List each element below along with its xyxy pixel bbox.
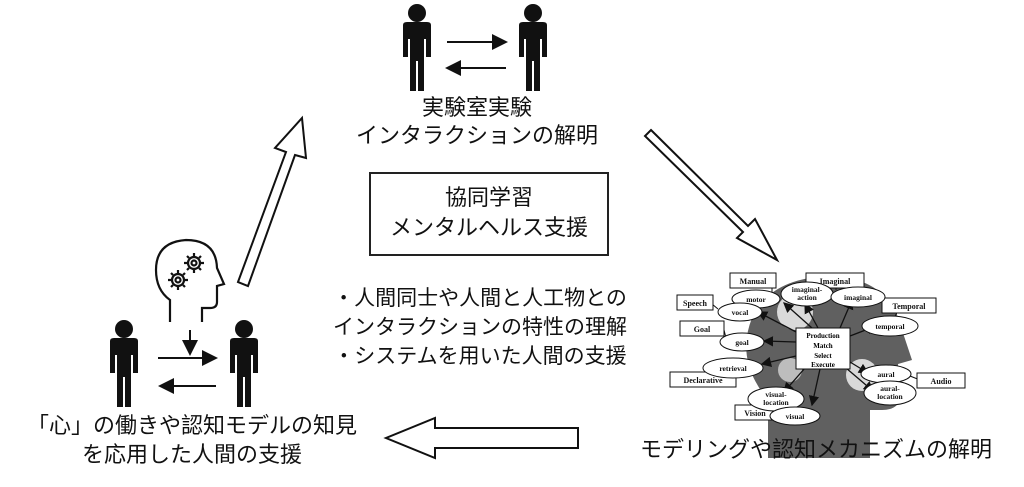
top-caption-line1: 実験室実験 — [421, 96, 532, 121]
cognitive-model-figure: Production Match Select Execute Manual I… — [669, 272, 966, 458]
person-icon — [519, 4, 547, 91]
module-audio — [916, 372, 966, 389]
buffer-imaginal — [830, 286, 886, 308]
core-line: Execute — [811, 361, 835, 369]
module-label: Speech — [683, 299, 708, 308]
buffer-retrieval — [702, 357, 764, 379]
core-line: Production — [806, 332, 839, 340]
module-temporal — [881, 297, 937, 314]
module-label: Temporal — [892, 302, 926, 311]
buffer-label: vocal — [732, 308, 749, 317]
core-line: Match — [813, 342, 833, 350]
center-box-line1: 協同学習 — [444, 186, 533, 211]
center-list-line: ・人間同士や人間と人工物との — [333, 286, 627, 310]
module-label: Audio — [931, 377, 952, 386]
center-list-line: ・システムを用いた人間の支援 — [333, 344, 627, 368]
buffer-label: aural — [877, 370, 894, 379]
right-caption: モデリングや認知メカニズムの解明 — [639, 438, 992, 463]
person-icon — [230, 320, 258, 407]
arrow-upper-right-icon — [643, 128, 780, 263]
person-icon — [110, 320, 138, 407]
buffer-label: motor — [746, 295, 766, 304]
module-speech — [676, 294, 714, 311]
buffer-label: aural-location — [877, 384, 903, 401]
buffer-label: imaginal-action — [792, 285, 823, 302]
module-label: Goal — [694, 325, 711, 334]
arrow-upper-left-icon — [236, 115, 308, 288]
buffer-label: goal — [735, 338, 748, 347]
left-caption-line2: を応用した人間の支援 — [81, 443, 302, 468]
buffer-visual — [769, 406, 821, 426]
buffer-goal — [719, 332, 765, 352]
buffer-label: imaginal — [844, 293, 872, 302]
buffer-label: visual-location — [763, 390, 789, 407]
buffer-label: visual — [786, 412, 805, 421]
module-label: Vision — [744, 409, 766, 418]
module-label: Imaginal — [820, 277, 851, 286]
top-caption-line2: インタラクションの解明 — [355, 124, 598, 149]
module-goal — [679, 320, 725, 337]
buffer-label: temporal — [875, 322, 904, 331]
head-gears-icon — [154, 238, 226, 322]
production-core-box — [795, 327, 851, 370]
center-list-line: インタラクションの特性の理解 — [333, 315, 627, 339]
left-caption-line1: 「心」の働きや認知モデルの知見 — [26, 414, 357, 439]
person-icon — [403, 4, 431, 91]
center-box-line2: メンタルヘルス支援 — [389, 216, 588, 241]
module-label: Manual — [740, 277, 767, 286]
module-manual — [729, 272, 777, 289]
core-line: Select — [814, 352, 832, 360]
buffer-vocal — [717, 302, 763, 322]
top-people-pair — [403, 4, 547, 91]
buffer-aural-location — [863, 380, 917, 406]
buffer-temporal — [861, 315, 919, 337]
buffer-label: retrieval — [719, 364, 746, 373]
module-label: Declarative — [683, 376, 723, 385]
arrow-bottom-left-icon — [383, 416, 579, 460]
left-people-pair — [110, 320, 258, 407]
center-box — [369, 172, 609, 256]
